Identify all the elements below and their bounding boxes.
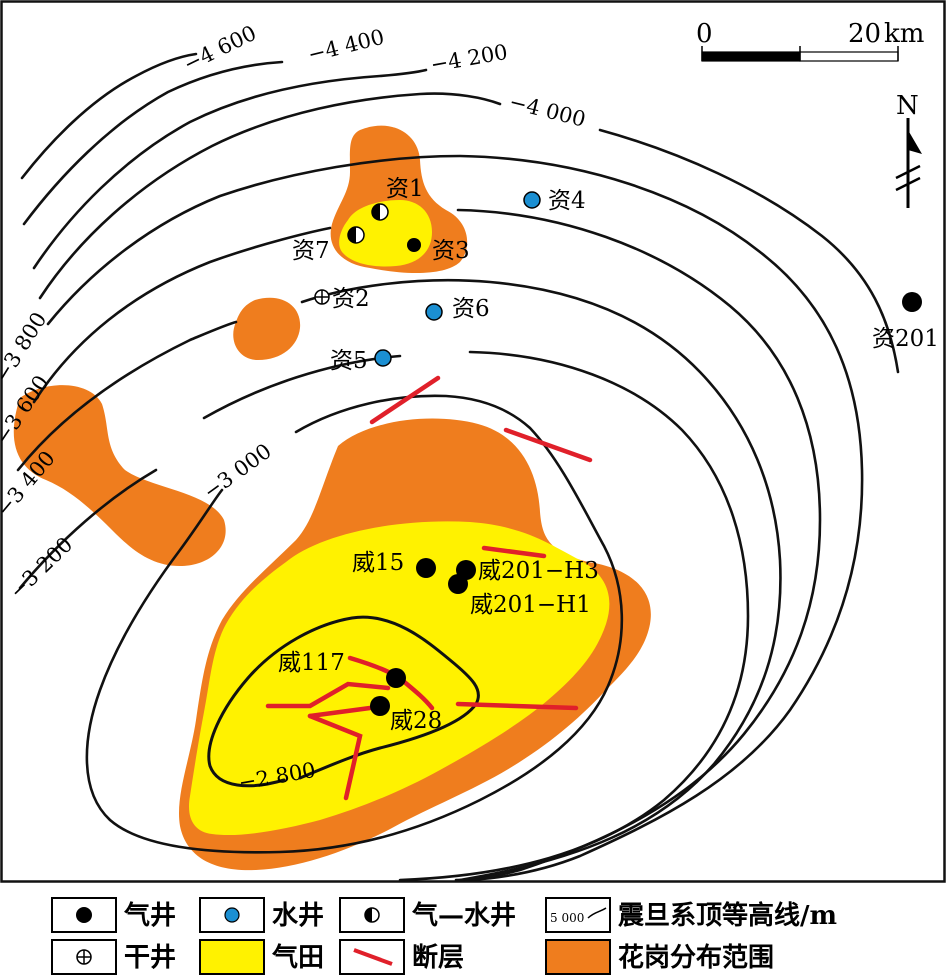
fault-5 [265,681,391,709]
legend-item-gas-well: 气井 [51,897,176,933]
gas-well-marker [416,558,436,578]
well-label-zi6: 资6 [452,296,490,322]
legend-contour-sample: 5 000 [550,911,584,925]
contour-3000 [85,394,624,854]
legend-label-fault: 断层 [412,942,464,973]
contour-4600 [20,52,198,180]
water-well-marker [425,303,443,321]
well-wei201h3[interactable]: 威201−H3 [456,558,599,584]
legend: 气井 水井 气—水井 5 000 震旦系顶等高线/m 干井 气田 [51,897,837,975]
granite-far-west [13,385,226,566]
north-arrow-icon [908,130,922,154]
contour-4400-a [22,60,284,226]
gas-well-marker [386,668,406,688]
well-label-wei201h3: 威201−H3 [478,558,599,584]
well-zi7[interactable]: 资7 [292,226,365,264]
fault-6 [307,705,373,719]
gas-well-marker [370,696,390,716]
well-wei117[interactable]: 威117 [278,650,406,688]
well-zi4[interactable]: 资4 [523,188,586,214]
fault-7 [307,713,363,801]
contour-lines [16,52,900,882]
contour-4200-a [32,68,428,270]
legend-item-dry-well: 干井 [51,939,176,975]
well-wei201h1[interactable]: 威201−H1 [448,574,591,618]
legend-label-contour: 震旦系顶等高线/m [618,900,837,931]
legend-label-gas-well: 气井 [123,900,176,931]
legend-item-gas-field: 气田 [199,939,324,975]
scale-bar-end-label: 20 [848,19,881,49]
water-well-marker [374,349,392,367]
well-zi3[interactable]: 资3 [407,238,470,264]
well-wei28[interactable]: 威28 [370,696,442,734]
well-zi1[interactable]: 资1 [371,176,424,221]
contour-3400 [16,278,782,882]
well-label-zi201: 资201 [872,326,939,352]
gas-well-marker [407,238,421,252]
well-zi6[interactable]: 资6 [425,296,490,322]
legend-label-gas-field: 气田 [271,942,324,973]
well-label-zi3: 资3 [432,238,470,264]
legend-item-fault: 断层 [339,939,464,975]
gas-field-north [339,200,432,267]
north-arrow: N [895,91,922,208]
gas-well-marker [902,292,922,312]
faults [265,375,593,801]
well-label-zi2: 资2 [332,286,370,312]
scale-bar: 0 20 km [696,19,924,62]
fault-1 [369,375,441,425]
legend-label-gas-water-well: 气—水井 [411,900,516,931]
legend-item-contour: 5 000 震旦系顶等高线/m [545,897,837,933]
well-label-zi1: 资1 [386,176,424,202]
legend-item-granite: 花岗分布范围 [545,939,774,975]
legend-item-gas-water-well: 气—水井 [339,897,516,933]
legend-label-granite: 花岗分布范围 [618,943,774,973]
well-zi201[interactable]: 资201 [872,292,939,352]
gas-well-marker [448,574,468,594]
scale-bar-unit-label: km [884,19,924,49]
fault-2 [503,427,593,463]
granite-small-west [233,297,301,360]
scale-bar-start-label: 0 [696,19,713,49]
well-zi5[interactable]: 资5 [330,348,392,374]
well-label-wei28: 威28 [390,708,442,734]
wells: 资1 资7 资3 资201 威15 威201−H3 威201−H1 [278,176,939,734]
well-label-zi7: 资7 [292,238,330,264]
well-label-zi5: 资5 [330,348,368,374]
well-zi2[interactable]: 资2 [314,286,370,312]
well-wei15[interactable]: 威15 [352,550,436,578]
well-label-wei201h1: 威201−H1 [470,592,591,618]
well-label-wei15: 威15 [352,550,404,576]
legend-item-water-well: 水井 [199,897,324,933]
well-label-wei117: 威117 [278,650,345,676]
legend-label-water-well: 水井 [272,901,324,931]
legend-label-dry-well: 干井 [124,943,176,973]
contour-3800 [46,154,864,882]
contour-2800 [207,615,480,788]
north-label: N [896,91,919,121]
fault-8 [455,701,579,711]
contour-4000-b [598,128,900,374]
well-label-zi4: 资4 [548,188,586,214]
contour-4000-a [38,92,502,300]
fault-3 [481,545,547,559]
water-well-marker [523,191,541,209]
